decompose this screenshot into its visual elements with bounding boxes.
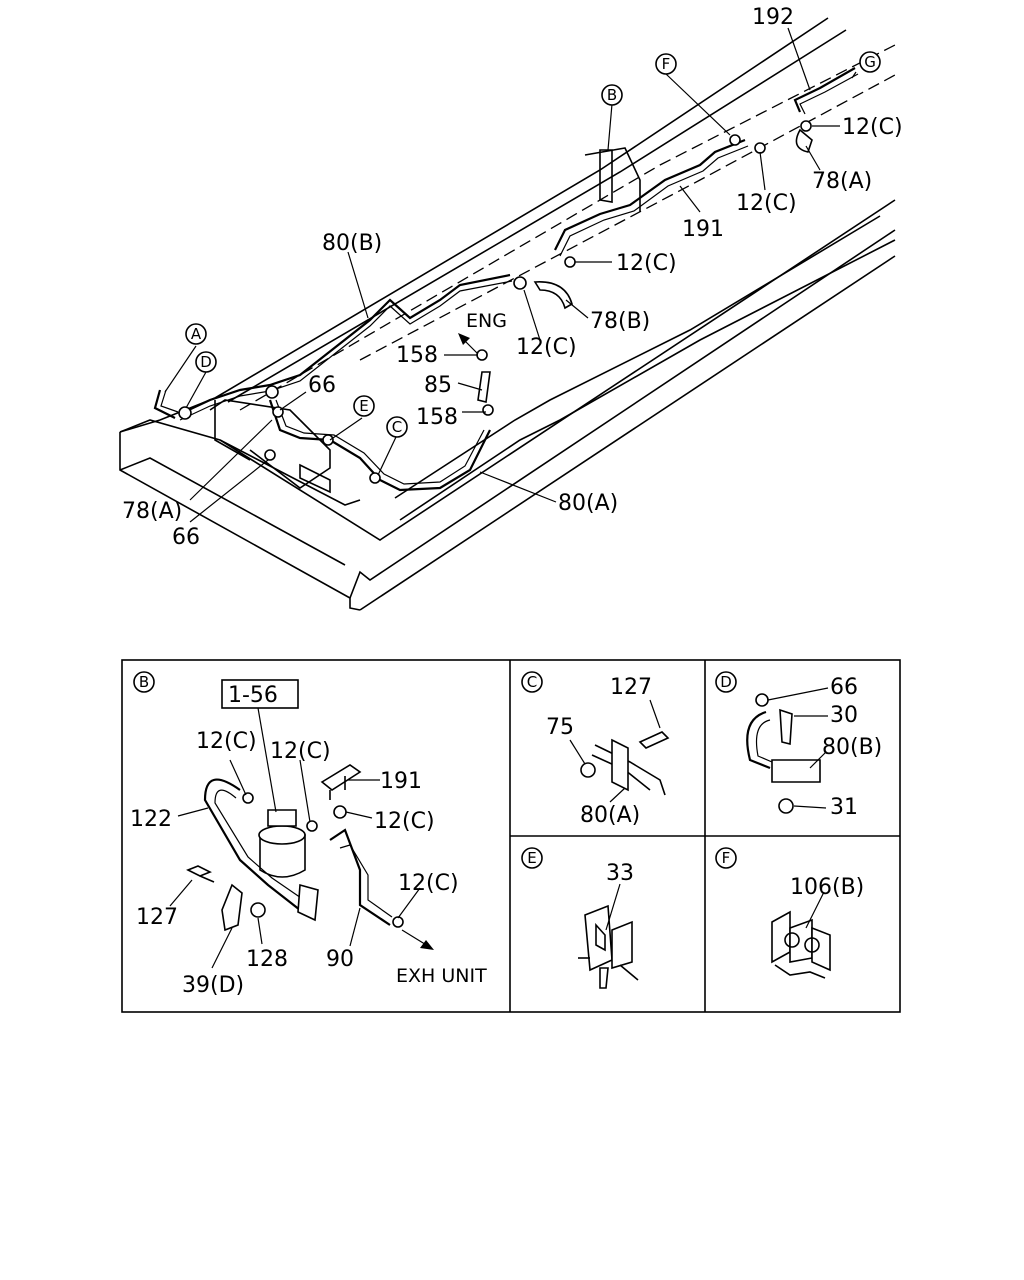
svg-text:106(B): 106(B) xyxy=(790,875,864,900)
svg-text:128: 128 xyxy=(246,947,288,972)
label-78a-1: 78(A) xyxy=(812,169,872,194)
label-158-1: 158 xyxy=(396,343,438,368)
label-191: 191 xyxy=(682,217,724,242)
svg-text:12(C): 12(C) xyxy=(196,729,257,754)
label-80b: 80(B) xyxy=(322,231,382,256)
svg-text:33: 33 xyxy=(606,861,634,886)
svg-text:12(C): 12(C) xyxy=(374,809,435,834)
tag-detail-e: E xyxy=(521,847,543,869)
circle-tags-main: A D B F G E C xyxy=(185,51,881,438)
detail-e: E 33 xyxy=(521,847,639,989)
svg-text:B: B xyxy=(139,673,149,691)
detail-f: F 106(B) xyxy=(715,847,864,979)
svg-text:F: F xyxy=(722,849,731,867)
tag-detail-d: D xyxy=(715,671,737,693)
leader-lines xyxy=(164,27,857,523)
svg-text:80(A): 80(A) xyxy=(580,803,640,828)
label-192: 192 xyxy=(752,5,794,30)
svg-text:EXH UNIT: EXH UNIT xyxy=(396,965,487,987)
svg-text:C: C xyxy=(392,418,402,436)
label-158-2: 158 xyxy=(416,405,458,430)
label-66-1: 66 xyxy=(308,373,336,398)
label-12c-1: 12(C) xyxy=(842,115,903,140)
svg-text:31: 31 xyxy=(830,795,858,820)
label-12c-4: 12(C) xyxy=(516,335,577,360)
tag-c: C xyxy=(386,416,408,438)
ref-box xyxy=(221,679,299,709)
svg-text:66: 66 xyxy=(830,675,858,700)
detail-panels xyxy=(121,659,901,1013)
label-66-2: 66 xyxy=(172,525,200,550)
svg-text:12(C): 12(C) xyxy=(270,739,331,764)
svg-text:D: D xyxy=(200,353,212,371)
svg-text:80(B): 80(B) xyxy=(822,735,882,760)
label-85: 85 xyxy=(424,373,452,398)
detail-b: B 1-56 xyxy=(130,671,487,998)
label-eng: ENG xyxy=(466,310,507,332)
tag-g: G xyxy=(859,51,881,73)
fuel-lines xyxy=(153,67,859,492)
label-12c-2: 12(C) xyxy=(736,191,797,216)
svg-text:C: C xyxy=(527,673,537,691)
svg-text:A: A xyxy=(191,325,202,343)
label-12c-3: 12(C) xyxy=(616,251,677,276)
svg-text:127: 127 xyxy=(610,675,652,700)
detail-c: C 127 75 80(A) xyxy=(521,671,670,828)
tag-d: D xyxy=(195,351,217,373)
svg-text:90: 90 xyxy=(326,947,354,972)
svg-text:1-56: 1-56 xyxy=(228,683,278,708)
svg-text:127: 127 xyxy=(136,905,178,930)
chassis-frame xyxy=(119,17,896,611)
svg-text:75: 75 xyxy=(546,715,574,740)
tag-detail-b: B xyxy=(133,671,155,693)
tag-a: A xyxy=(185,323,207,345)
svg-text:D: D xyxy=(720,673,732,691)
svg-text:30: 30 xyxy=(830,703,858,728)
svg-text:E: E xyxy=(527,849,536,867)
tag-b: B xyxy=(601,84,623,106)
tag-detail-c: C xyxy=(521,671,543,693)
tag-f: F xyxy=(655,53,677,75)
svg-text:E: E xyxy=(359,397,368,415)
label-78b: 78(B) xyxy=(590,309,650,334)
main-labels: 192 12(C) 78(A) 12(C) 191 80(B) 12(C) 78… xyxy=(122,5,903,550)
svg-text:12(C): 12(C) xyxy=(398,871,459,896)
detail-d: D 66 30 80(B) 31 xyxy=(715,671,882,820)
label-80a: 80(A) xyxy=(558,491,618,516)
svg-text:G: G xyxy=(864,53,876,71)
tag-e: E xyxy=(353,395,375,417)
tag-detail-f: F xyxy=(715,847,737,869)
svg-text:B: B xyxy=(607,86,617,104)
svg-text:F: F xyxy=(662,55,671,73)
svg-text:191: 191 xyxy=(380,769,422,794)
svg-text:39(D): 39(D) xyxy=(182,973,244,998)
label-78a-2: 78(A) xyxy=(122,499,182,524)
svg-text:122: 122 xyxy=(130,807,172,832)
